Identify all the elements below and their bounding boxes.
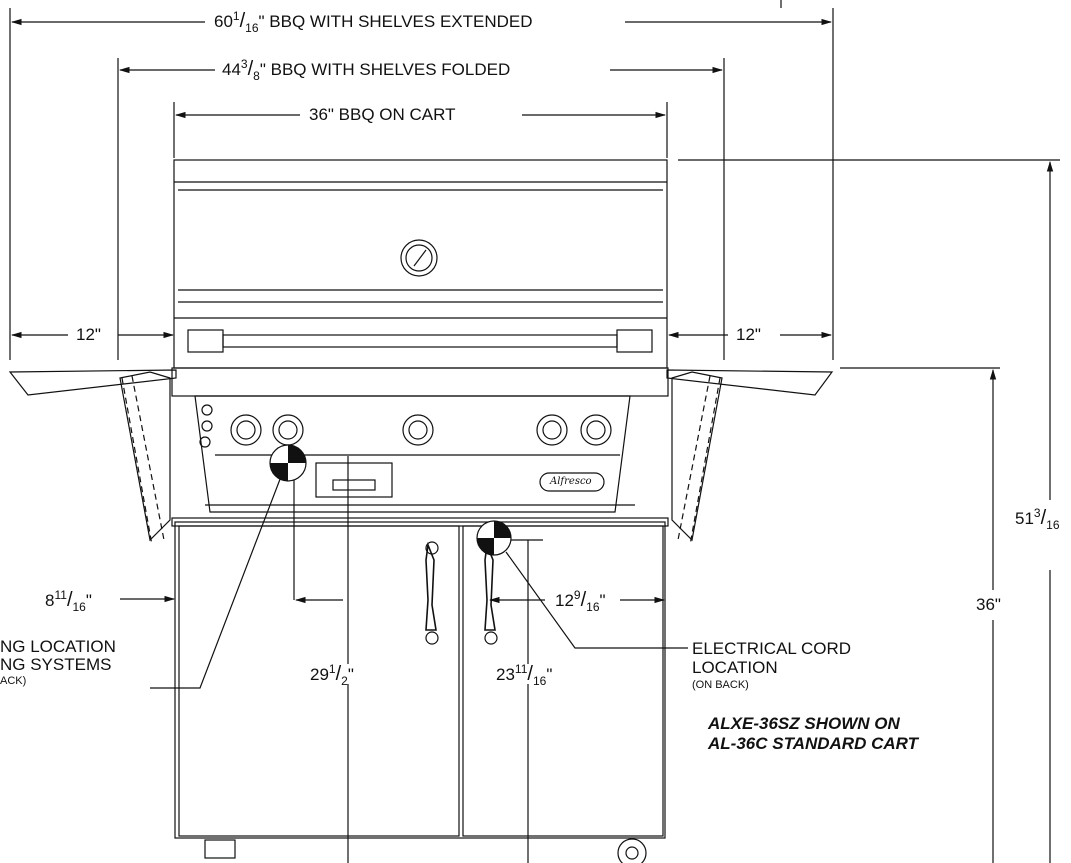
folded-width-num: 3 bbox=[240, 57, 248, 71]
electrical-callout-line1: ELECTRICAL CORD bbox=[692, 639, 852, 658]
electrical-callout-line3: (ON BACK) bbox=[692, 679, 749, 691]
gas-center-text: " bbox=[347, 665, 354, 684]
model-note-line1: ALXE-36SZ SHOWN ON bbox=[708, 714, 900, 733]
overall-width-whole: 60 bbox=[214, 12, 233, 31]
electrical-center-num: 11 bbox=[514, 662, 528, 676]
left-offset-label: 811/16" bbox=[45, 588, 92, 614]
total-height-label: 513/16 bbox=[1015, 506, 1060, 532]
electrical-center-text: " bbox=[546, 665, 553, 684]
right-offset-num: 9 bbox=[573, 588, 581, 602]
gas-center-den: 2 bbox=[341, 674, 348, 688]
right-offset-text: " bbox=[599, 591, 606, 610]
cart-height-label: 36" bbox=[972, 596, 1005, 613]
right-offset-den: 16 bbox=[586, 600, 600, 614]
total-height-whole: 51 bbox=[1015, 509, 1034, 528]
brand-badge-text: Alfresco bbox=[550, 476, 592, 487]
gas-callout-line1: NG LOCATION bbox=[0, 637, 116, 656]
electrical-center-den: 16 bbox=[532, 674, 547, 688]
electrical-callout-line2: LOCATION bbox=[692, 658, 778, 677]
folded-width-label: 443/8" BBQ WITH SHELVES FOLDED bbox=[222, 57, 511, 83]
folded-width-text: " BBQ WITH SHELVES FOLDED bbox=[259, 60, 511, 79]
right-offset-label: 129/16" bbox=[555, 588, 606, 614]
folded-width-den: 8 bbox=[253, 69, 260, 83]
left-offset-text: " bbox=[85, 591, 92, 610]
gas-center-whole: 29 bbox=[310, 665, 329, 684]
left-offset-whole: 8 bbox=[45, 591, 55, 610]
cart-width-label: 36" BBQ ON CART bbox=[305, 106, 460, 123]
left-shelf-label: 12" bbox=[72, 326, 105, 343]
right-shelf-label: 12" bbox=[732, 326, 765, 343]
gas-center-label: 291/2" bbox=[310, 662, 354, 688]
left-offset-den: 16 bbox=[72, 600, 86, 614]
electrical-center-label: 2311/16" bbox=[496, 662, 553, 688]
model-note-line2: AL-36C STANDARD CART bbox=[708, 734, 918, 753]
total-height-den: 16 bbox=[1046, 518, 1060, 532]
gas-center-num: 1 bbox=[328, 662, 336, 676]
electrical-center-whole: 23 bbox=[496, 665, 515, 684]
overall-width-label: 601/16" BBQ WITH SHELVES EXTENDED bbox=[214, 9, 533, 35]
folded-width-whole: 44 bbox=[222, 60, 241, 79]
gas-callout-line2: NG SYSTEMS bbox=[0, 655, 112, 674]
overall-width-num: 1 bbox=[232, 9, 240, 23]
gas-callout-line3: ACK) bbox=[0, 675, 27, 687]
overall-width-den: 16 bbox=[245, 21, 259, 35]
total-height-num: 3 bbox=[1033, 506, 1041, 520]
overall-width-text: " BBQ WITH SHELVES EXTENDED bbox=[258, 12, 533, 31]
right-offset-whole: 12 bbox=[555, 591, 574, 610]
left-offset-num: 11 bbox=[54, 588, 67, 602]
